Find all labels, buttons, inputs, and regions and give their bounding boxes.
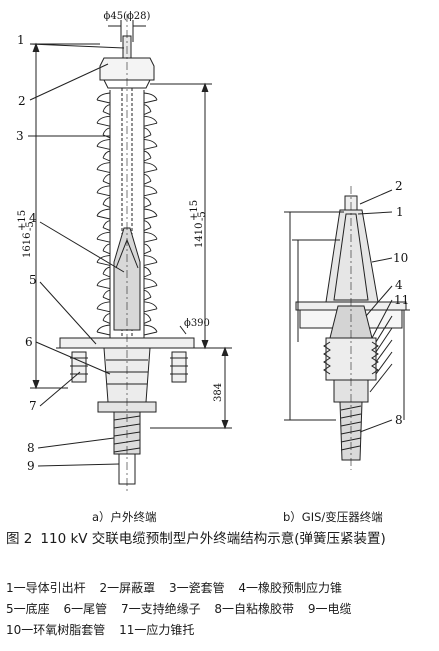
callout-b-1: 1: [396, 205, 404, 219]
porcelain-shed: [96, 301, 158, 313]
porcelain-shed: [96, 115, 158, 127]
porcelain-shed: [96, 162, 158, 174]
figure-title: 110 kV 交联电缆预制型户外终端结构示意(弹簧压紧装置): [40, 531, 386, 547]
porcelain-shed: [96, 208, 158, 220]
outdoor-termination-drawing: [28, 14, 232, 492]
subcaption-outdoor-termination: a）户外终端: [92, 510, 157, 524]
porcelain-height-dimension: 1410 +15 -5: [189, 200, 208, 248]
callout-a-7: 7: [29, 399, 37, 413]
callout-a-4: 4: [29, 211, 37, 225]
callout-b-11: 11: [394, 293, 409, 307]
base-diameter-dimension: ϕ390: [184, 318, 210, 329]
legend-row: 10一环氧树脂套管 11一应力锥托: [6, 620, 436, 641]
porcelain-shed: [102, 266, 152, 278]
callout-a-3: 3: [16, 129, 24, 143]
porcelain-shed: [96, 231, 158, 243]
callout-a-9: 9: [27, 459, 35, 473]
porcelain-shed: [102, 127, 152, 139]
top-diameter-dimension: ϕ45(ϕ28): [104, 11, 151, 22]
subcaption-gis-termination: b）GIS/变压器终端: [283, 510, 383, 524]
callout-b-10: 10: [393, 251, 408, 265]
overall-height-dimension: 1616 +15 -5: [17, 210, 36, 258]
legend-item: 3一瓷套管: [168, 581, 225, 595]
figure-number: 图 2: [6, 531, 33, 547]
porcelain-shed: [96, 254, 158, 266]
porcelain-shed: [96, 324, 158, 336]
legend-item: 1一导体引出杆: [6, 581, 86, 595]
legend-item: 9一电缆: [307, 602, 352, 616]
callout-b-8: 8: [395, 413, 403, 427]
porcelain-shed: [102, 196, 152, 208]
legend-item: 7一支持绝缘子: [120, 602, 201, 616]
porcelain-shed: [102, 104, 152, 116]
legend-item: 10一环氧树脂套管: [6, 623, 106, 637]
legend-row: 5一底座 6一尾管 7一支持绝缘子 8一自粘橡胶带 9一电缆: [6, 599, 436, 620]
legend-item: 8一自粘橡胶带: [214, 602, 295, 616]
porcelain-shed: [102, 220, 152, 232]
legend-item: 5一底座: [6, 602, 50, 616]
porcelain-shed: [96, 138, 158, 150]
porcelain-shed: [96, 92, 158, 104]
porcelain-shed: [96, 278, 158, 290]
base-height-dimension: 384: [213, 383, 224, 402]
porcelain-shed: [102, 289, 152, 301]
legend-item: 2一屏蔽罩: [99, 581, 156, 595]
termination-structure-drawing: ϕ45(ϕ28) 1616 +15 -5 1410 +15 -5 ϕ390 38…: [16, 11, 410, 492]
callout-b-4: 4: [395, 278, 403, 292]
callout-b-2: 2: [395, 179, 403, 193]
overall-height-tol-upper: +15: [17, 210, 28, 231]
porcelain-height-tol-lower: -5: [197, 211, 208, 221]
callout-a-2: 2: [18, 94, 26, 108]
callout-a-1: 1: [17, 33, 25, 47]
porcelain-height-value: 1410: [194, 223, 205, 248]
legend-item: 4一橡胶预制应力锥: [238, 581, 343, 595]
legend-item: 6一尾管: [63, 602, 108, 616]
porcelain-shed: [102, 243, 152, 255]
overall-height-value: 1616: [22, 233, 33, 258]
gis-termination-drawing: [284, 186, 410, 470]
porcelain-height-tol-upper: +15: [189, 200, 200, 221]
porcelain-shed: [102, 173, 152, 185]
overall-height-tol-lower: -5: [25, 221, 36, 231]
callout-a-8: 8: [27, 441, 35, 455]
callout-a-5: 5: [29, 273, 37, 287]
porcelain-shed: [102, 150, 152, 162]
parts-legend: 1一导体引出杆 2一屏蔽罩 3一瓷套管 4一橡胶预制应力锥 5一底座 6一尾管 …: [6, 578, 436, 641]
porcelain-shed: [102, 312, 152, 324]
legend-row: 1一导体引出杆 2一屏蔽罩 3一瓷套管 4一橡胶预制应力锥: [6, 578, 436, 599]
legend-item: 11一应力锥托: [119, 623, 195, 637]
figure-caption: 图 2 110 kV 交联电缆预制型户外终端结构示意(弹簧压紧装置): [6, 530, 434, 549]
callout-a-6: 6: [25, 335, 33, 349]
porcelain-shed: [96, 185, 158, 197]
